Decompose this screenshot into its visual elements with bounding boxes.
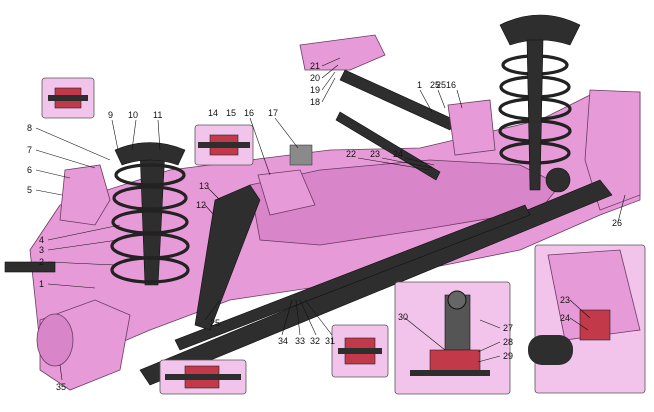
callout-label: 29 bbox=[503, 351, 513, 361]
callout-label: 33 bbox=[295, 336, 305, 346]
inset-bushing-top-left bbox=[41, 77, 95, 119]
callout-label: 32 bbox=[310, 336, 320, 346]
callout-label: 31 bbox=[325, 336, 335, 346]
callout-label: 26 bbox=[612, 218, 622, 228]
callout-label: 16 bbox=[244, 108, 254, 118]
callout-label: 30 bbox=[398, 312, 408, 322]
right-shock-absorber bbox=[526, 39, 544, 191]
leader-lines bbox=[35, 57, 626, 381]
inset-detail-27-30 bbox=[394, 281, 511, 395]
bump-stop-17 bbox=[289, 144, 313, 166]
callout-label: 14 bbox=[208, 108, 218, 118]
upper-rod bbox=[335, 111, 441, 181]
callout-label: 25 bbox=[430, 80, 440, 90]
callout-label: 16 bbox=[446, 80, 456, 90]
callout-label: 18 bbox=[310, 97, 320, 107]
callout-label: 4 bbox=[39, 235, 44, 245]
center-shock-absorber bbox=[194, 184, 261, 331]
axle-flange bbox=[36, 313, 74, 367]
inset-detail-23-26 bbox=[528, 244, 646, 394]
callout-label: 19 bbox=[310, 85, 320, 95]
callout-label: 20 bbox=[310, 73, 320, 83]
callout-label: 24 bbox=[560, 313, 570, 323]
callout-label: 25 bbox=[210, 318, 220, 328]
callout-label: 9 bbox=[108, 110, 113, 120]
callout-label: 27 bbox=[503, 323, 513, 333]
callout-label: 15 bbox=[226, 108, 236, 118]
callout-label: 11 bbox=[153, 110, 162, 120]
inset-bushing-14-15 bbox=[194, 124, 254, 166]
callout-label: 24 bbox=[393, 149, 403, 159]
callout-label: 35 bbox=[56, 382, 66, 392]
callout-label: 5 bbox=[27, 185, 32, 195]
inset-bushing-31 bbox=[331, 324, 389, 378]
upper-trailing-arm bbox=[339, 69, 456, 131]
callout-label: 2 bbox=[39, 257, 44, 267]
upper-mount-bracket bbox=[299, 34, 386, 71]
right-spring-seat-top bbox=[499, 14, 581, 46]
callout-label: 12 bbox=[196, 200, 206, 210]
rear-body-panel bbox=[584, 89, 641, 211]
body-side-member bbox=[249, 159, 561, 246]
callout-label: 23 bbox=[560, 295, 570, 305]
left-coil-spring bbox=[110, 163, 190, 284]
callout-label: 21 bbox=[310, 61, 320, 71]
callout-label: 34 bbox=[278, 336, 288, 346]
inset-bushing-bottom bbox=[159, 359, 247, 395]
callout-label: 25 bbox=[436, 80, 446, 90]
callout-label: 8 bbox=[27, 123, 32, 133]
callout-label: 17 bbox=[268, 108, 278, 118]
callout-label: 6 bbox=[27, 165, 32, 175]
callout-label: 23 bbox=[370, 149, 380, 159]
callout-label: 28 bbox=[503, 337, 513, 347]
callout-label: 13 bbox=[199, 181, 209, 191]
right-bracket-16 bbox=[447, 99, 496, 156]
callout-label: 7 bbox=[27, 145, 32, 155]
right-bump-stop bbox=[545, 167, 571, 193]
callout-label: 10 bbox=[128, 110, 138, 120]
front-left-bracket bbox=[59, 164, 111, 226]
callout-label: 3 bbox=[39, 245, 44, 255]
lower-trailing-arm bbox=[174, 204, 531, 351]
callout-label: 1 bbox=[39, 279, 44, 289]
callout-label: 1 bbox=[417, 80, 422, 90]
callout-label: 22 bbox=[346, 149, 356, 159]
center-bracket-16 bbox=[257, 169, 316, 216]
drive-shaft-stub bbox=[4, 261, 56, 273]
